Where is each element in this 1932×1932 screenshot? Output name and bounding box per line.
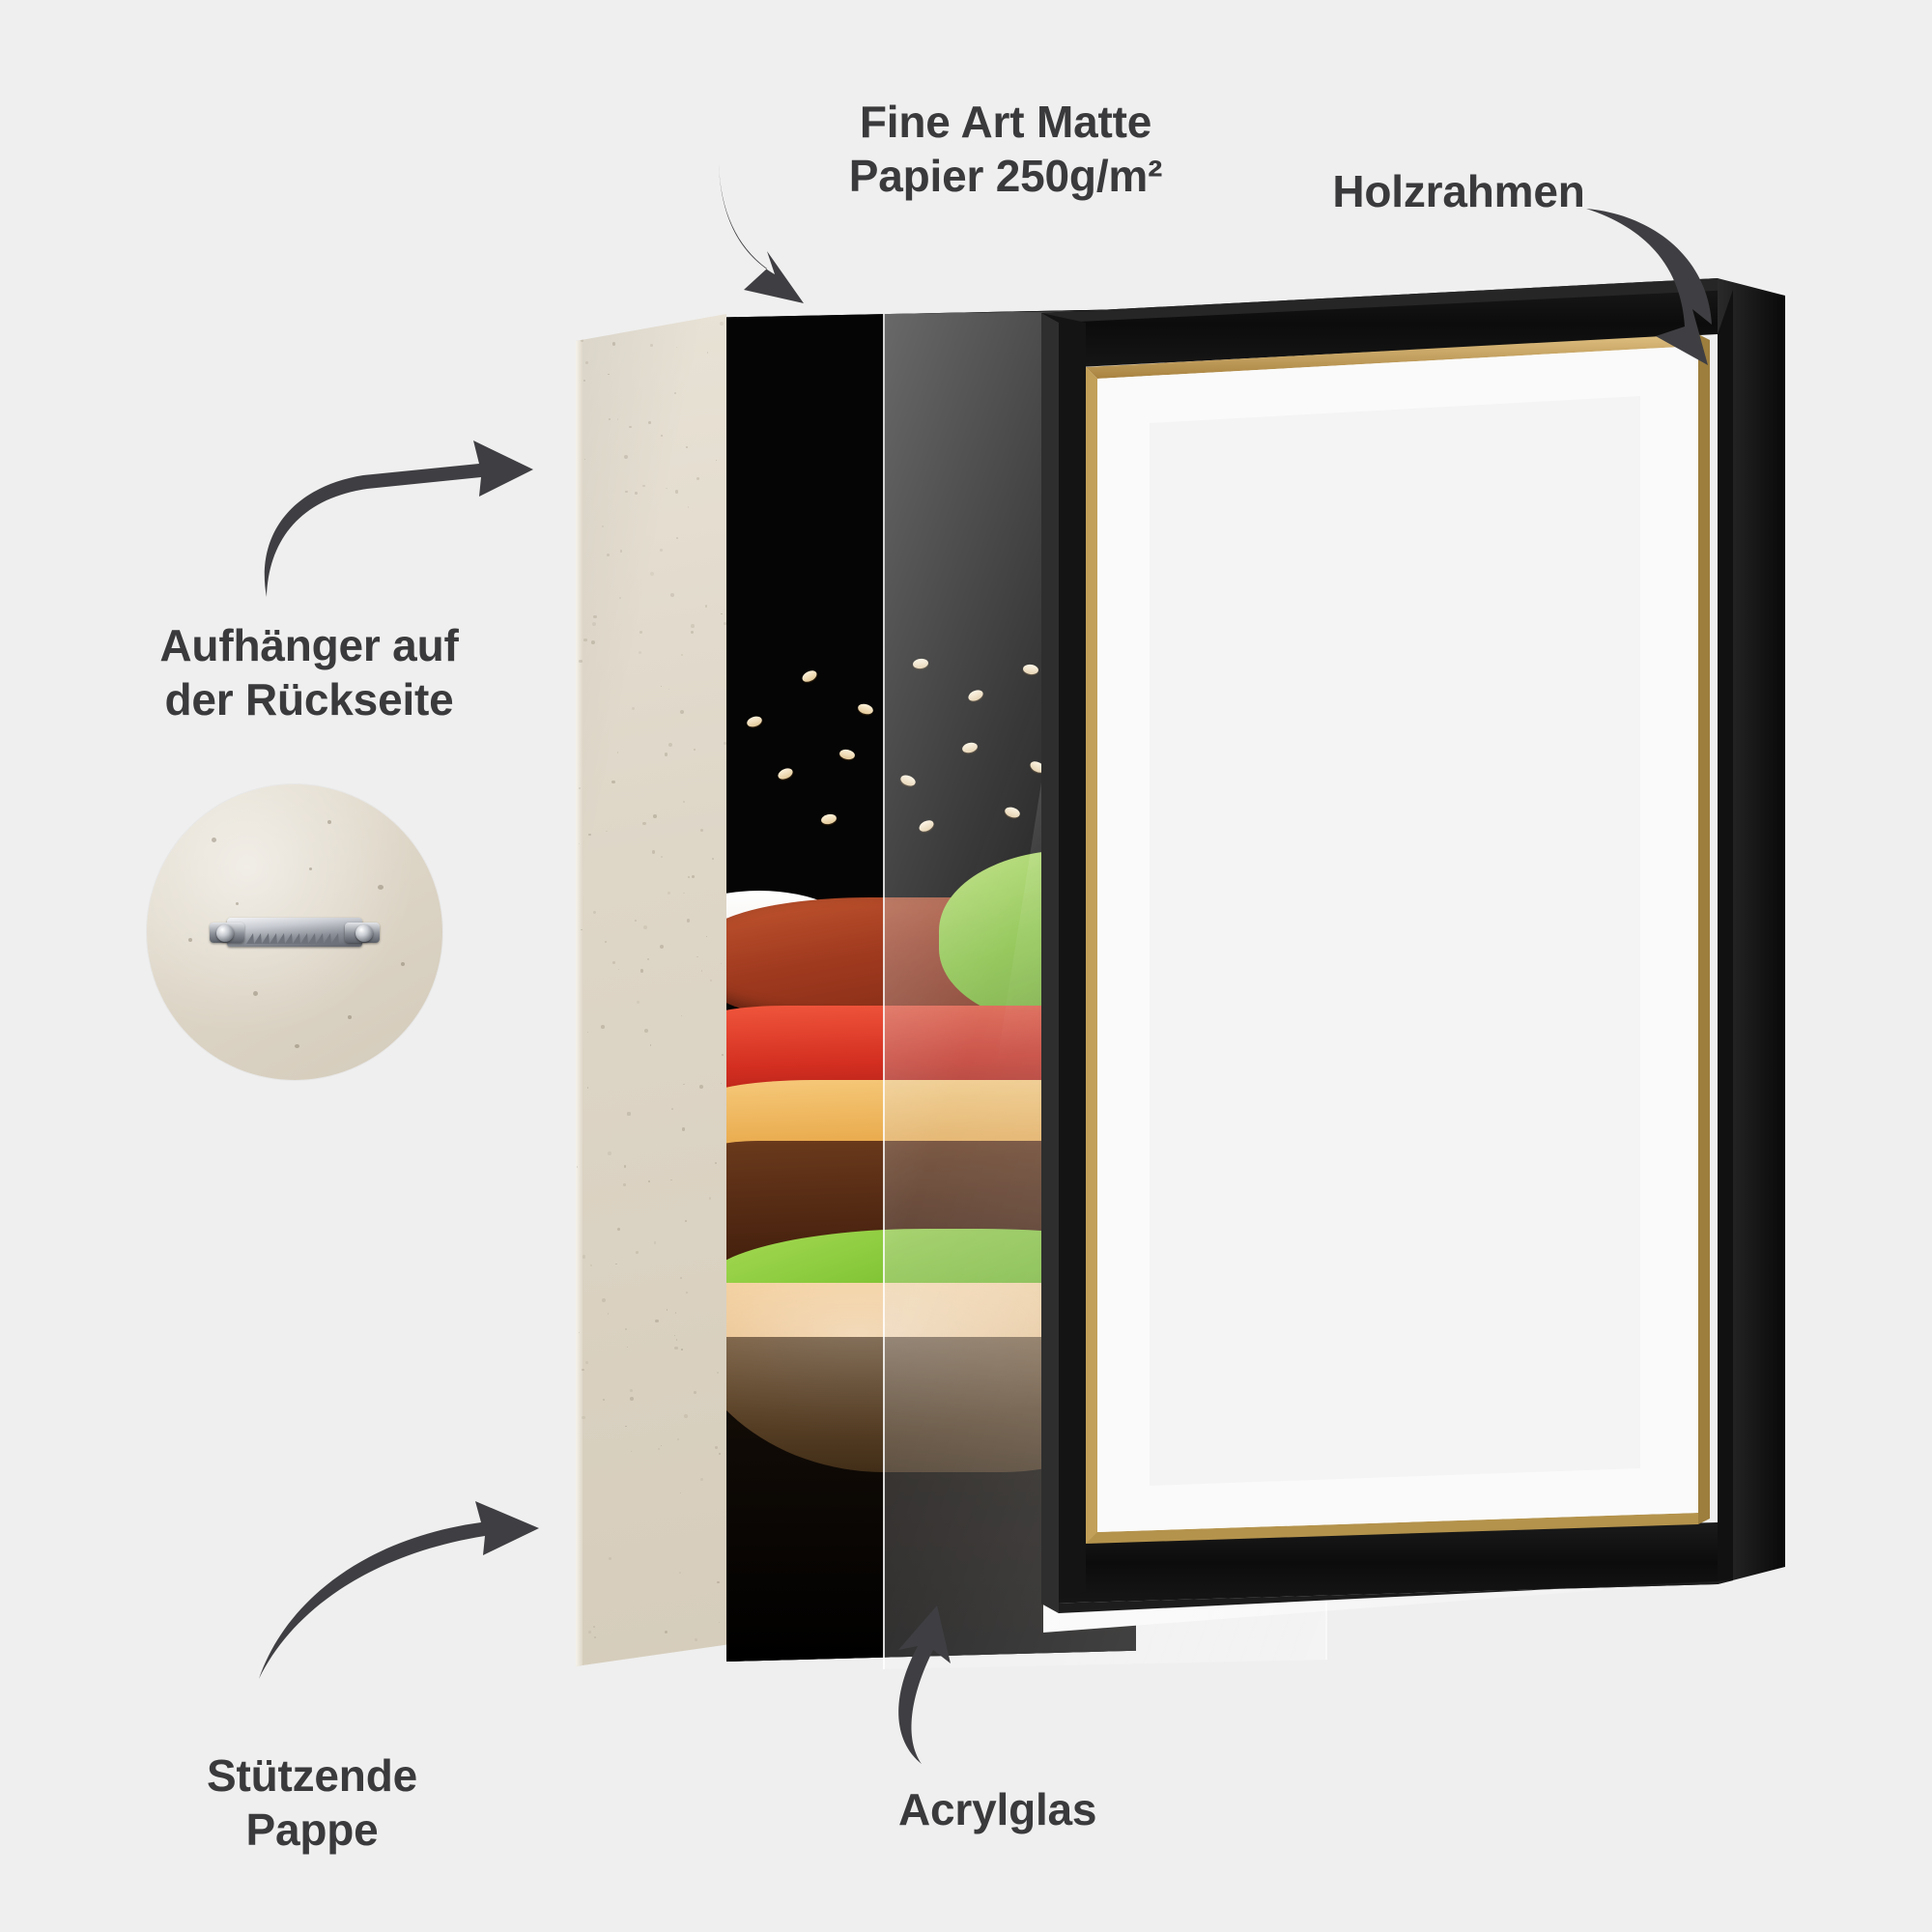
frame-svg — [1041, 278, 1785, 1631]
label-acrylic-glass: Acrylglas — [898, 1782, 1217, 1836]
sawtooth-hanger-icon — [210, 912, 380, 952]
hanger-detail-circle — [147, 784, 442, 1080]
cardboard-edge — [576, 314, 582, 1666]
label-hanger: Aufhänger auf der Rückseite — [106, 618, 512, 726]
sesame-seed — [801, 668, 819, 684]
layer-supporting-cardboard — [576, 314, 726, 1666]
arrow-to-cardboard-bottom — [253, 1499, 543, 1683]
layer-wooden-frame — [1041, 278, 1785, 1631]
arrow-to-cardboard-top — [249, 435, 539, 599]
label-fine-art-paper: Fine Art Matte Papier 250g/m² — [779, 95, 1233, 203]
sesame-seed — [777, 766, 795, 781]
sesame-seed — [746, 715, 763, 729]
sesame-seed — [838, 748, 856, 760]
sesame-seed — [857, 702, 874, 716]
label-wooden-frame: Holzrahmen — [1285, 164, 1633, 218]
sesame-seed — [820, 812, 838, 825]
label-cardboard: Stützende Pappe — [124, 1748, 500, 1857]
